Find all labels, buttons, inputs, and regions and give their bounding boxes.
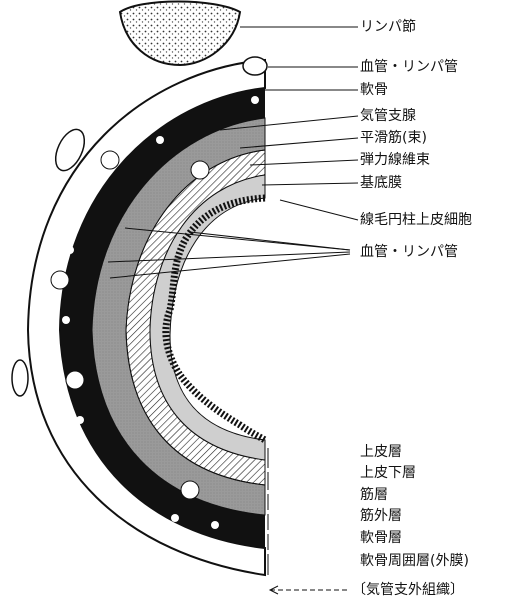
label-layer-cartilage: 軟骨層 bbox=[360, 530, 402, 546]
label-vessel-top: 血管・リンパ管 bbox=[360, 59, 458, 75]
label-gland: 気管支腺 bbox=[360, 108, 416, 124]
label-layer-adventitia: 軟骨周囲層(外膜) bbox=[360, 553, 469, 569]
label-elastic: 弾力線維束 bbox=[360, 152, 430, 168]
label-layer-outer-muscle: 筋外層 bbox=[360, 508, 402, 524]
label-cartilage: 軟骨 bbox=[360, 82, 388, 98]
label-layer-muscle: 筋層 bbox=[360, 487, 388, 503]
label-vessel-mid: 血管・リンパ管 bbox=[360, 244, 458, 260]
label-smooth-muscle: 平滑筋(束) bbox=[360, 130, 427, 146]
label-outer-tissue: 〔気管支外組織〕 bbox=[352, 582, 464, 598]
label-ciliated: 線毛円柱上皮細胞 bbox=[360, 212, 472, 228]
label-layer-epithelium: 上皮層 bbox=[360, 444, 402, 460]
label-layer-subepithelium: 上皮下層 bbox=[360, 465, 416, 481]
label-lymph-node: リンパ節 bbox=[360, 19, 416, 35]
lymph-node-shape bbox=[120, 2, 240, 66]
label-basement: 基底膜 bbox=[360, 175, 402, 191]
